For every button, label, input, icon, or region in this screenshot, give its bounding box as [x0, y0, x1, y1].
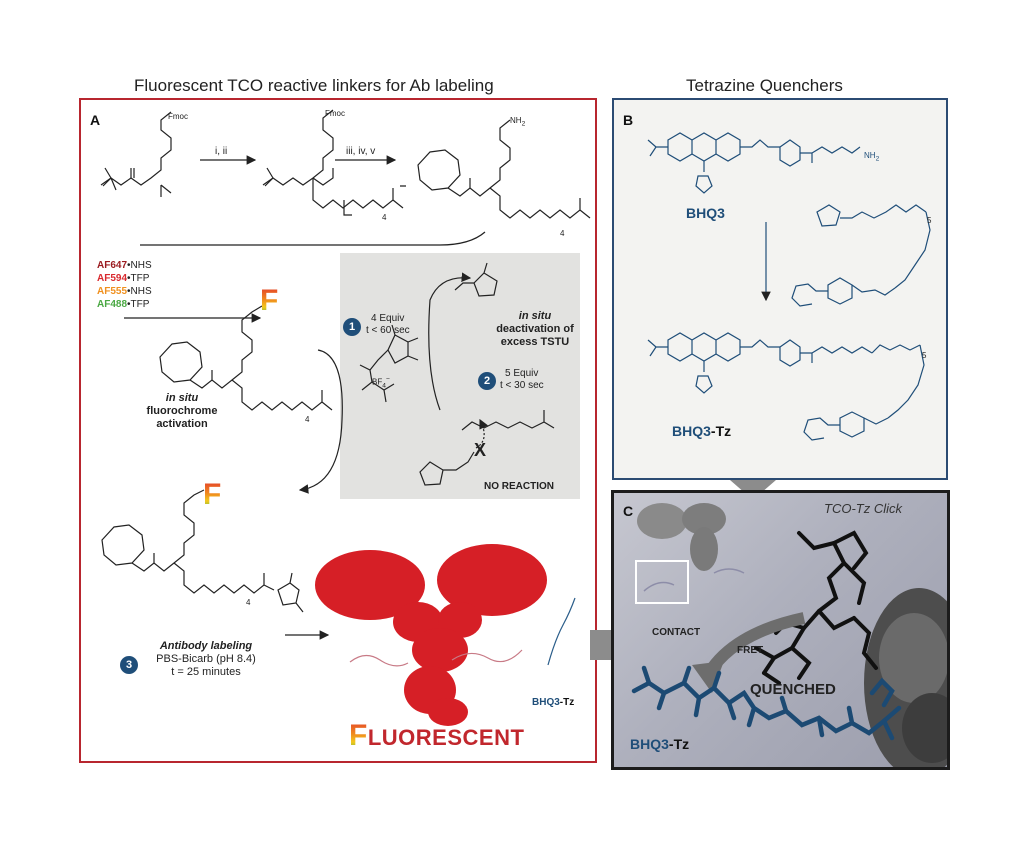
bf4-label: BF4− [372, 376, 390, 390]
subscript-4b: 4 [560, 229, 565, 238]
left-section-title: Fluorescent TCO reactive linkers for Ab … [134, 76, 494, 95]
dye-list: AF647•NHS AF594•TFP AF555•NHS AF488•TFP [97, 260, 152, 310]
fret-label: FRET [737, 645, 764, 656]
subscript-5b: 5 [922, 351, 927, 360]
bhq3-label: BHQ3 [686, 205, 725, 221]
subscript-4d: 4 [246, 598, 251, 607]
subscript-5a: 5 [927, 216, 932, 225]
antibody-shape [315, 544, 547, 726]
in-situ-deactivation-box [340, 253, 580, 499]
step-3-badge: 3 [120, 656, 138, 674]
fluorescent-label: FLUORESCENT [349, 719, 525, 752]
dye-name: AF647 [97, 260, 128, 271]
right-section-title: Tetrazine Quenchers [686, 76, 843, 95]
equiv-5-label: 5 Equiv [505, 368, 539, 379]
contact-label: CONTACT [652, 627, 701, 638]
arrow-b-to-c [730, 462, 776, 500]
fluorochrome-f-2: F [203, 478, 222, 511]
step-2-badge: 2 [478, 372, 496, 390]
activation-text: in situ fluorochrome activation [146, 392, 218, 430]
panel-b-letter: B [623, 112, 634, 128]
panel-a-letter: A [90, 112, 101, 128]
x-mark: X [474, 440, 487, 460]
panel-b [612, 98, 948, 480]
fluorochrome-f-1: F [260, 284, 279, 317]
step-iii-iv-v-label: iii, iv, v [346, 146, 376, 157]
subscript-4a: 4 [382, 213, 387, 222]
dye-name: AF488 [97, 299, 128, 310]
subscript-4c: 4 [305, 415, 310, 424]
fmoc-label-2: Fmoc [325, 109, 345, 118]
panel-a [79, 98, 597, 763]
bhq3-tz-label: BHQ3-Tz [672, 423, 732, 439]
bhq3-tz-c-label: BHQ3-Tz [630, 736, 690, 752]
panel-c: TCO-Tz Click CONTACT FRET QUENCHED BHQ3-… [611, 490, 950, 770]
time-30-label: t < 30 sec [500, 380, 544, 391]
step-1-badge: 1 [343, 318, 361, 336]
time-60-label: t < 60 sec [366, 325, 410, 336]
dye-name: AF594 [97, 273, 128, 284]
panel-c-letter: C [623, 503, 634, 519]
nh2-label: NH2 [510, 116, 526, 128]
bhq3-tz-small-label: BHQ3-Tz [532, 697, 575, 708]
equiv-4-label: 4 Equiv [371, 313, 405, 324]
tco-tz-click-label: TCO-Tz Click [824, 501, 902, 516]
step-i-ii-label: i, ii [215, 146, 228, 157]
deactivation-text: in situ deactivation of excess TSTU [496, 310, 574, 348]
no-reaction-label: NO REACTION [484, 481, 554, 492]
dye-name: AF555 [97, 286, 128, 297]
antibody-labeling-text: Antibody labeling PBS-Bicarb (pH 8.4) t … [156, 640, 256, 678]
nh2-b-label: NH2 [864, 151, 880, 163]
fmoc-label-1: Fmoc [168, 112, 188, 121]
panel-c-render [631, 503, 947, 767]
quenched-label: QUENCHED [750, 681, 836, 698]
